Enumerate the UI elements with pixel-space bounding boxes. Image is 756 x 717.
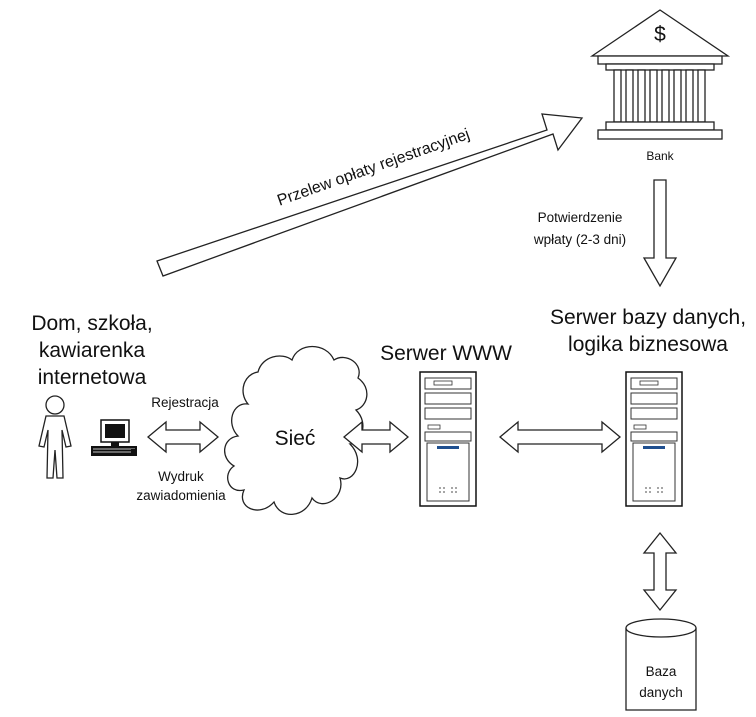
network-label: Sieć bbox=[275, 427, 316, 450]
confirmation-label-line-1: Potwierdzenie bbox=[538, 210, 623, 225]
database-cylinder-icon bbox=[625, 618, 697, 711]
dbserver-database-arrow bbox=[642, 531, 678, 612]
network-cloud-icon bbox=[224, 346, 368, 515]
bank-dollar-symbol: $ bbox=[654, 23, 666, 46]
client-location-label-line-3: internetowa bbox=[38, 366, 147, 389]
printout-label-line-1: Wydruk bbox=[158, 469, 204, 484]
db-server-icon bbox=[625, 371, 683, 507]
webserver-dbserver-arrow bbox=[498, 420, 622, 454]
web-server-icon bbox=[419, 371, 477, 507]
bank-building-icon bbox=[589, 9, 731, 140]
database-label-line-2: danych bbox=[639, 685, 683, 700]
computer-icon bbox=[91, 419, 137, 456]
bank-label: Bank bbox=[646, 149, 674, 163]
confirmation-arrow bbox=[642, 179, 678, 288]
client-location-label-line-2: kawiarenka bbox=[39, 339, 146, 362]
registration-label: Rejestracja bbox=[151, 395, 219, 410]
client-location-label-line-1: Dom, szkoła, bbox=[31, 312, 152, 335]
printout-label-line-2: zawiadomienia bbox=[136, 488, 226, 503]
confirmation-label-line-2: wpłaty (2-3 dni) bbox=[533, 232, 626, 247]
web-server-label: Serwer WWW bbox=[380, 342, 512, 365]
database-label-line-1: Baza bbox=[646, 664, 677, 679]
network-webserver-arrow bbox=[342, 420, 410, 454]
transfer-arrow: Przelew opłaty rejestracyjnej bbox=[156, 113, 584, 277]
client-network-arrow bbox=[146, 420, 220, 454]
user-person-icon bbox=[38, 395, 72, 479]
db-server-label-line-2: logika biznesowa bbox=[568, 333, 728, 356]
db-server-label-line-1: Serwer bazy danych, bbox=[550, 306, 746, 329]
